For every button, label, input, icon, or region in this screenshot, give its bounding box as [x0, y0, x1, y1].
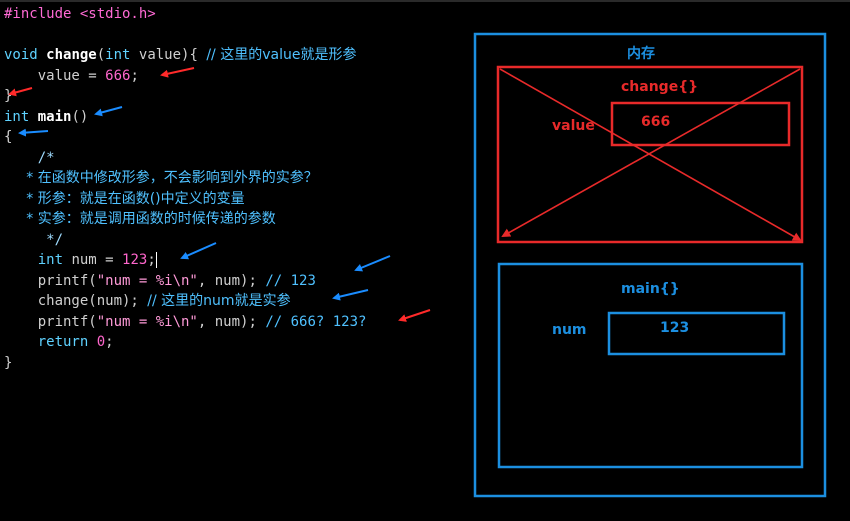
- keyword-int-main: int: [4, 108, 38, 125]
- main-frame-label: main{}: [621, 281, 680, 297]
- code-line-comment-open: /*: [4, 148, 366, 169]
- keyword-int-num: int: [37, 252, 64, 268]
- printf-call-2: printf(: [4, 313, 97, 330]
- format-string-1: "num = %i\n": [96, 272, 198, 289]
- block-comment-end: */: [4, 231, 64, 248]
- code-line-assign: value = 666;: [4, 66, 366, 87]
- value-cell: [610, 101, 791, 147]
- change-call: change(num);: [4, 293, 148, 309]
- code-line-comment-2: * 形参：就是在函数()中定义的变量: [4, 189, 366, 210]
- block-comment-2: * 形参：就是在函数()中定义的变量: [4, 190, 245, 207]
- code-line-change-call: change(num); // 这里的num就是实参: [4, 291, 366, 312]
- cross-line-1: [499, 68, 802, 241]
- code-line-return: return 0;: [4, 332, 366, 353]
- semicolon-return: ;: [105, 334, 114, 350]
- code-line-close-main: }: [4, 353, 366, 374]
- blue-arrow-main: [94, 106, 123, 117]
- red-arrow-printf: [398, 309, 431, 322]
- memory-title: 内存: [627, 45, 655, 62]
- code-line-main-signature: int main(): [4, 107, 366, 128]
- semicolon-num: ;: [147, 252, 156, 268]
- printf-call-1: printf(: [4, 272, 97, 289]
- code-line-printf-2: printf("num = %i\n", num); // 666? 123?: [4, 312, 367, 333]
- printf-args-2: , num);: [197, 313, 266, 330]
- main-parens: (): [71, 108, 89, 125]
- cross-line-2: [501, 68, 801, 237]
- text-cursor: [155, 252, 157, 268]
- red-arrow-assign: [160, 67, 195, 78]
- value-value: 666: [641, 114, 670, 130]
- num-cell: [607, 311, 786, 356]
- function-name-change: change: [46, 47, 97, 63]
- main-frame-box: [497, 262, 804, 469]
- code-line-comment-3: * 实参：就是调用函数的时候传递的参数: [4, 209, 366, 230]
- param-value: value){: [130, 47, 207, 63]
- blue-arrow-printf: [354, 255, 391, 272]
- red-arrow-close: [8, 87, 33, 97]
- printf-args-1: , num);: [197, 272, 266, 289]
- function-name-main: main: [37, 108, 72, 125]
- comment-formal-param: // 这里的value就是形参: [206, 47, 357, 63]
- blue-arrow-brace: [18, 128, 49, 137]
- num-value: 123: [660, 320, 689, 336]
- change-frame-label: change{}: [621, 79, 698, 95]
- window-top-bar: [0, 0, 850, 2]
- assign-text: value =: [4, 67, 106, 84]
- block-comment-open: /*: [4, 149, 55, 166]
- number-0: 0: [96, 334, 106, 350]
- memory-box: [473, 32, 827, 498]
- code-line-comment-1: * 在函数中修改形参，不会影响到外界的实参？: [4, 168, 366, 189]
- format-string-2: "num = %i\n": [96, 313, 198, 330]
- code-line-num-decl: int num = 123;: [4, 250, 366, 271]
- value-label: value: [552, 118, 595, 134]
- change-frame-box: [496, 65, 804, 244]
- keyword-int: int: [105, 47, 131, 63]
- code-line-include: #include <stdio.h>: [4, 4, 366, 25]
- code-line-change-signature: void change(int value){ // 这里的value就是形参: [4, 45, 366, 66]
- brace-open: {: [4, 129, 13, 145]
- code-editor: #include <stdio.h> void change(int value…: [4, 4, 366, 373]
- code-line-printf-1: printf("num = %i\n", num); // 123: [4, 271, 366, 292]
- keyword-return: return: [37, 334, 89, 350]
- blue-arrow-num: [180, 242, 217, 260]
- blue-arrow-change: [332, 289, 369, 301]
- code-line-comment-end: */: [4, 230, 366, 251]
- include-directive: #include <stdio.h>: [4, 6, 156, 22]
- comment-123: // 123: [265, 272, 316, 289]
- semicolon: ;: [130, 67, 139, 84]
- brace-close-main: }: [4, 354, 13, 371]
- block-comment-1: * 在函数中修改形参，不会影响到外界的实参？: [4, 170, 318, 186]
- comment-actual-param: // 这里的num就是实参: [147, 293, 291, 309]
- number-123: 123: [122, 252, 148, 268]
- comment-question: // 666? 123?: [265, 313, 367, 330]
- number-666: 666: [105, 67, 131, 84]
- num-label: num: [552, 322, 587, 338]
- keyword-void: void: [4, 47, 47, 63]
- num-decl: num =: [63, 252, 123, 268]
- paren: (: [96, 47, 106, 63]
- code-line-open-main: {: [4, 127, 366, 148]
- block-comment-3: * 实参：就是调用函数的时候传递的参数: [4, 211, 276, 227]
